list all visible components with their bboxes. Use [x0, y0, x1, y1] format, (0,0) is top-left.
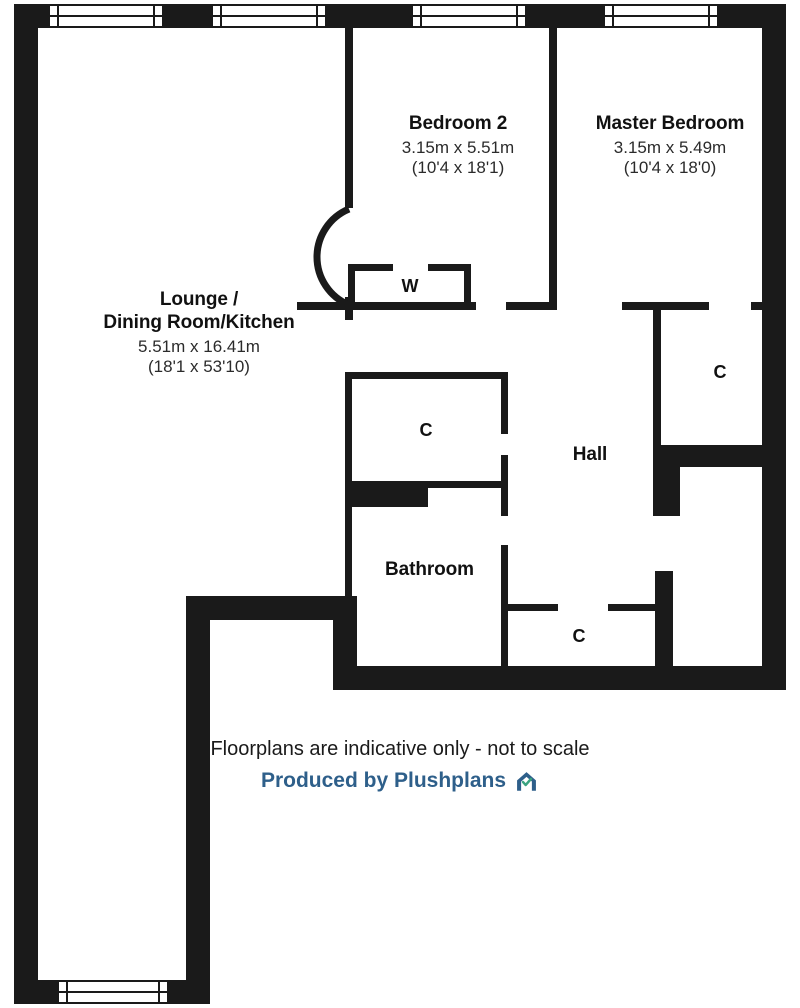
utility-closet-walls: [345, 264, 476, 310]
wall-hall-left-lower: [345, 507, 352, 599]
wall-master-bottom-left: [622, 302, 709, 310]
window-group-top: [48, 4, 719, 28]
wall-lounge-corridor-top: [297, 302, 353, 310]
wall-bedroom2-bottom: [506, 302, 557, 310]
door-swing-arc-lounge: [313, 205, 351, 309]
hall-name: Hall: [572, 444, 608, 465]
lounge-dim-metric: 5.51m x 16.41m: [138, 337, 260, 357]
room-label-bedroom2: Bedroom 2 3.15m x 5.51m (10'4 x 18'1): [368, 113, 548, 179]
footer-produced-label: Produced by Plushplans: [260, 768, 507, 792]
wall-lounge-bedroom2-upper: [345, 28, 353, 208]
bedroom2-dim-imperial: (10'4 x 18'1): [411, 158, 505, 178]
master-bedroom-dim-metric: 3.15m x 5.49m: [613, 138, 727, 158]
bathroom-walls: [345, 507, 558, 666]
lounge-name-line1: Lounge /: [159, 289, 239, 310]
closet-middle-walls: [345, 372, 508, 516]
fixture-block: [348, 481, 428, 507]
footer-disclaimer: Floorplans are indicative only - not to …: [210, 738, 590, 760]
bedroom2-name: Bedroom 2: [408, 113, 508, 134]
master-bedroom-dim-imperial: (10'4 x 18'0): [623, 158, 717, 178]
lounge-dim-imperial: (18'1 x 53'10): [148, 357, 250, 377]
room-label-master-bedroom: Master Bedroom 3.15m x 5.49m (10'4 x 18'…: [575, 113, 765, 179]
wall-master-bottom-right: [751, 302, 763, 310]
tag-closet-bottom: C: [572, 626, 586, 646]
tag-closet-middle: C: [419, 420, 433, 440]
plushplans-house-check-logo-icon: [514, 769, 539, 794]
wall-bedroom2-master: [549, 28, 557, 303]
bathroom-name: Bathroom: [385, 559, 474, 580]
bedroom2-dim-metric: 3.15m x 5.51m: [401, 138, 515, 158]
tag-utility-w: W: [401, 276, 419, 296]
room-label-hall: Hall: [545, 444, 635, 466]
closet-master-walls: [653, 302, 763, 516]
room-label-lounge: Lounge / Dining Room/Kitchen 5.51m x 16.…: [78, 288, 320, 377]
lounge-name-line2: Dining Room/Kitchen: [103, 312, 295, 334]
outer-wall-shell: [14, 4, 786, 1004]
footer-block: Floorplans are indicative only - not to …: [0, 738, 800, 793]
closet-bottom-walls: [608, 571, 673, 667]
master-bedroom-name: Master Bedroom: [595, 113, 745, 134]
tag-closet-master: C: [713, 362, 727, 382]
window-group-bottom: [57, 980, 169, 1004]
room-label-bathroom: Bathroom: [367, 559, 492, 581]
footer-produced-by: Produced by Plushplans: [0, 768, 800, 793]
